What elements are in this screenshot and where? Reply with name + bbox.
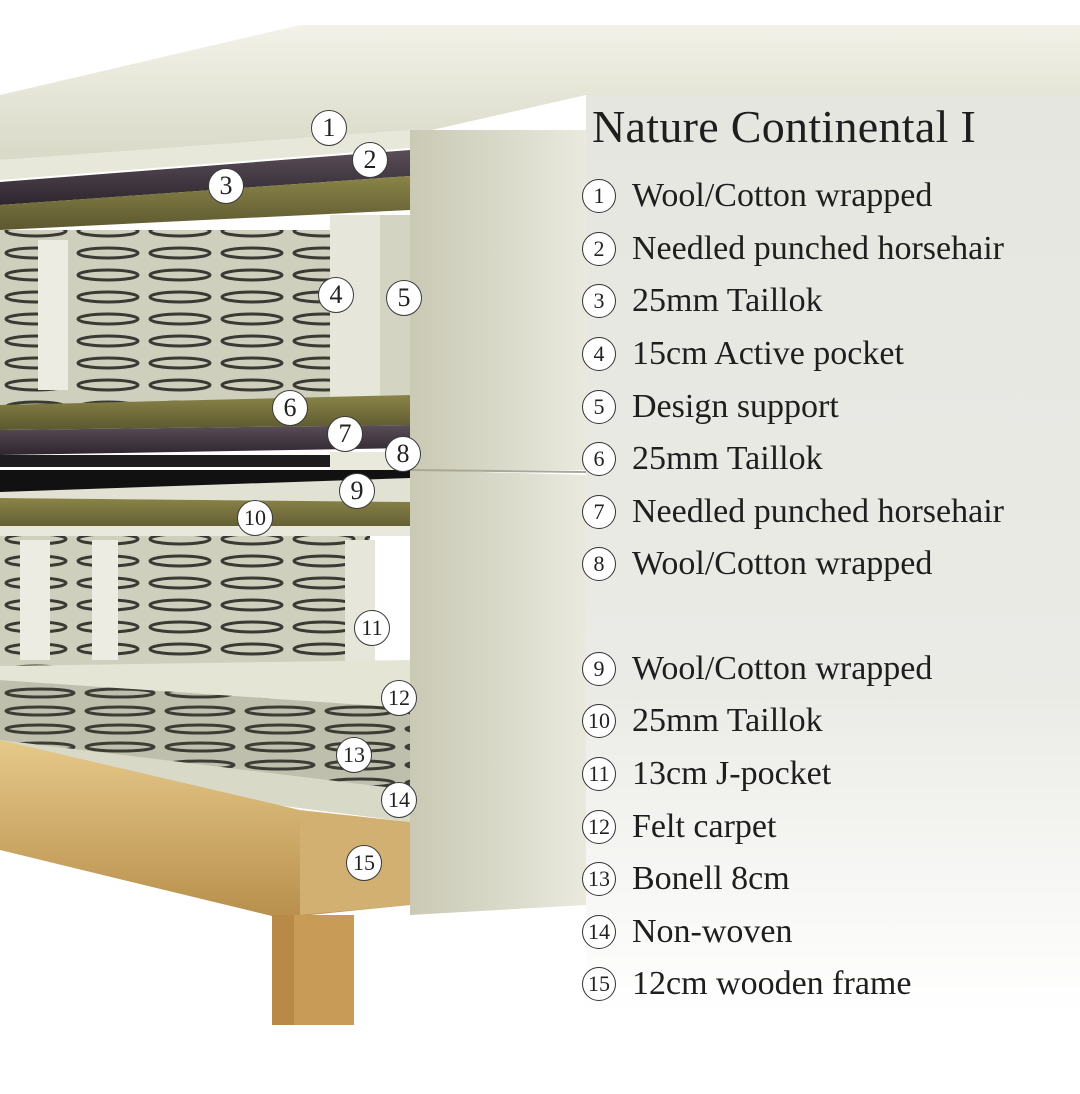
legend-label: Design support xyxy=(632,388,839,425)
legend-label: 12cm wooden frame xyxy=(632,965,912,1002)
marker-1: 1 xyxy=(311,110,347,146)
marker-6: 6 xyxy=(272,390,308,426)
legend-item-4: 4 15cm Active pocket xyxy=(582,334,904,374)
legend-label: Bonell 8cm xyxy=(632,860,790,897)
marker-11: 11 xyxy=(354,610,390,646)
legend-item-1: 1 Wool/Cotton wrapped xyxy=(582,176,932,216)
marker-2: 2 xyxy=(352,142,388,178)
legend-number: 11 xyxy=(582,757,616,791)
legend-item-3: 3 25mm Taillok xyxy=(582,281,823,321)
legend-item-2: 2 Needled punched horsehair xyxy=(582,229,1004,269)
legend-number: 15 xyxy=(582,967,616,1001)
legend-item-11: 11 13cm J-pocket xyxy=(582,754,831,794)
legend-number: 1 xyxy=(582,179,616,213)
legend-number: 3 xyxy=(582,284,616,318)
legend-number: 6 xyxy=(582,442,616,476)
legend-label: 13cm J-pocket xyxy=(632,755,832,792)
legend-number: 8 xyxy=(582,547,616,581)
legend-item-14: 14 Non-woven xyxy=(582,912,793,952)
legend-label: Wool/Cotton wrapped xyxy=(632,177,933,214)
product-title: Nature Continental I xyxy=(592,101,977,152)
legend-label: 15cm Active pocket xyxy=(632,335,904,372)
marker-9: 9 xyxy=(339,473,375,509)
legend-number: 5 xyxy=(582,390,616,424)
legend-item-9: 9 Wool/Cotton wrapped xyxy=(582,649,932,689)
legend-panel xyxy=(586,94,1080,1094)
legend-item-12: 12 Felt carpet xyxy=(582,807,776,847)
legend-item-5: 5 Design support xyxy=(582,387,839,427)
legend-label: 25mm Taillok xyxy=(632,440,823,477)
marker-15: 15 xyxy=(346,845,382,881)
legend-item-6: 6 25mm Taillok xyxy=(582,439,823,479)
legend-label: 25mm Taillok xyxy=(632,282,823,319)
legend-number: 14 xyxy=(582,915,616,949)
marker-10: 10 xyxy=(237,500,273,536)
legend-label: Wool/Cotton wrapped xyxy=(632,650,933,687)
legend-item-13: 13 Bonell 8cm xyxy=(582,859,790,899)
legend-label: Needled punched horsehair xyxy=(632,493,1004,530)
legend-number: 12 xyxy=(582,810,616,844)
legend-label: Wool/Cotton wrapped xyxy=(632,545,933,582)
legend-label: 25mm Taillok xyxy=(632,702,823,739)
marker-14: 14 xyxy=(381,782,417,818)
legend-number: 7 xyxy=(582,495,616,529)
legend-label: Non-woven xyxy=(632,913,793,950)
legend-item-7: 7 Needled punched horsehair xyxy=(582,492,1004,532)
legend-item-10: 10 25mm Taillok xyxy=(582,701,823,741)
marker-7: 7 xyxy=(327,416,363,452)
legend-number: 2 xyxy=(582,232,616,266)
marker-13: 13 xyxy=(336,737,372,773)
legend-item-15: 15 12cm wooden frame xyxy=(582,964,911,1004)
legend-label: Felt carpet xyxy=(632,808,777,845)
marker-3: 3 xyxy=(208,168,244,204)
marker-8: 8 xyxy=(385,436,421,472)
legend-number: 4 xyxy=(582,337,616,371)
marker-5: 5 xyxy=(386,280,422,316)
legend-number: 13 xyxy=(582,862,616,896)
legend-number: 9 xyxy=(582,652,616,686)
legend-number: 10 xyxy=(582,704,616,738)
legend-label: Needled punched horsehair xyxy=(632,230,1004,267)
marker-12: 12 xyxy=(381,680,417,716)
legend-item-8: 8 Wool/Cotton wrapped xyxy=(582,544,932,584)
marker-4: 4 xyxy=(318,277,354,313)
